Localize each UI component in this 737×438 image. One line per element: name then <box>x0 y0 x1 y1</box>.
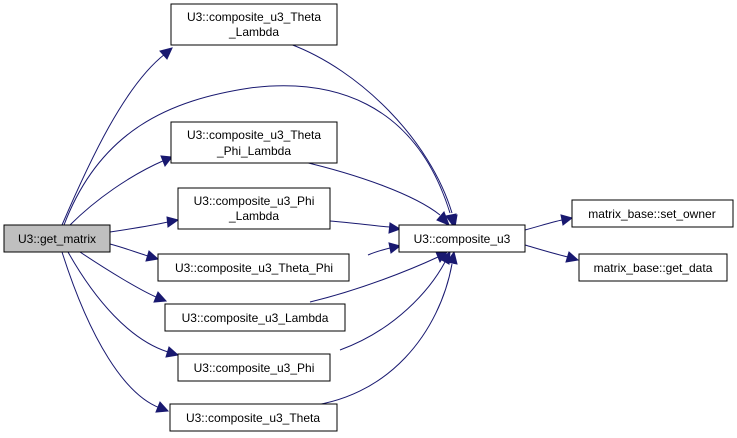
edge-composite-to-set-owner <box>524 219 563 231</box>
edge-arrowhead <box>446 214 458 229</box>
node-composite-u3-phi[interactable]: U3::composite_u3_Phi <box>177 353 331 382</box>
edge-composite-to-get-data <box>524 244 569 258</box>
edge-arrowhead <box>145 250 160 262</box>
edge-arrowhead <box>155 401 170 413</box>
edge-get-matrix-to-theta-phi <box>109 243 149 257</box>
node-label-line-1: U3::composite_u3_Phi <box>194 194 315 208</box>
edge-arrowhead <box>436 211 450 226</box>
node-label: U3::composite_u3_Lambda <box>182 311 329 325</box>
node-composite-u3-theta[interactable]: U3::composite_u3_Theta <box>169 403 338 432</box>
node-label: U3::composite_u3_Phi <box>194 361 315 375</box>
edges <box>61 43 580 413</box>
node-composite-u3-theta-phi[interactable]: U3::composite_u3_Theta_Phi <box>157 253 350 282</box>
edge-lambda-to-composite <box>309 256 439 303</box>
edge-phi-to-composite <box>339 261 446 351</box>
edge-arrowhead <box>388 222 402 234</box>
edge-phi-lambda-to-composite <box>329 220 391 228</box>
edge-get-matrix-to-phi <box>67 251 169 353</box>
node-label: matrix_base::get_data <box>594 261 713 275</box>
edge-arrowhead <box>446 250 458 265</box>
node-label-line-1: U3::composite_u3_Theta <box>187 10 321 24</box>
node-matrix-base-set-owner[interactable]: matrix_base::set_owner <box>571 199 734 228</box>
node-composite-u3-phi-lambda[interactable]: U3::composite_u3_Phi _Lambda <box>177 187 331 230</box>
edge-arrowhead <box>159 47 173 60</box>
edge-theta-phi-to-composite <box>367 247 391 256</box>
node-label-line-2: _Lambda <box>228 209 279 223</box>
node-composite-u3[interactable]: U3::composite_u3 <box>398 224 526 253</box>
edge-arrowhead <box>153 291 168 303</box>
node-label: U3::get_matrix <box>18 232 96 246</box>
node-get-matrix[interactable]: U3::get_matrix <box>3 224 111 253</box>
node-label: U3::composite_u3_Theta_Phi <box>175 261 333 275</box>
edge-theta-lambda-to-composite <box>289 43 453 214</box>
edge-arrowhead <box>160 155 173 167</box>
node-composite-u3-theta-phi-lambda[interactable]: U3::composite_u3_Theta _Phi_Lambda <box>170 121 338 164</box>
edge-arrowhead <box>165 346 180 358</box>
edge-theta-phi-lambda-to-composite <box>299 160 441 216</box>
node-label-line-1: U3::composite_u3_Theta <box>187 128 321 142</box>
node-matrix-base-get-data[interactable]: matrix_base::get_data <box>578 253 728 282</box>
node-label-line-2: _Lambda <box>228 25 279 39</box>
node-composite-u3-lambda[interactable]: U3::composite_u3_Lambda <box>164 303 346 332</box>
node-composite-u3-theta-lambda[interactable]: U3::composite_u3_Theta _Lambda <box>170 3 338 46</box>
edge-get-matrix-to-composite-top <box>63 85 451 226</box>
edge-get-matrix-to-lambda <box>79 251 157 298</box>
edge-theta-to-composite <box>299 263 453 408</box>
edge-arrowhead <box>560 214 574 226</box>
node-label: matrix_base::set_owner <box>588 207 715 221</box>
node-label-line-2: _Phi_Lambda <box>216 144 291 158</box>
edge-get-matrix-to-theta <box>61 251 161 409</box>
edge-arrowhead <box>388 242 402 254</box>
node-label: U3::composite_u3_Theta <box>186 411 320 425</box>
edge-arrowhead <box>565 251 580 263</box>
edge-get-matrix-to-phi-lambda <box>109 221 169 233</box>
edge-get-matrix-to-theta-phi-lambda <box>69 159 166 226</box>
node-label: U3::composite_u3 <box>414 232 511 246</box>
edge-get-matrix-to-theta-lambda <box>61 53 166 226</box>
edge-arrowhead <box>166 216 180 228</box>
